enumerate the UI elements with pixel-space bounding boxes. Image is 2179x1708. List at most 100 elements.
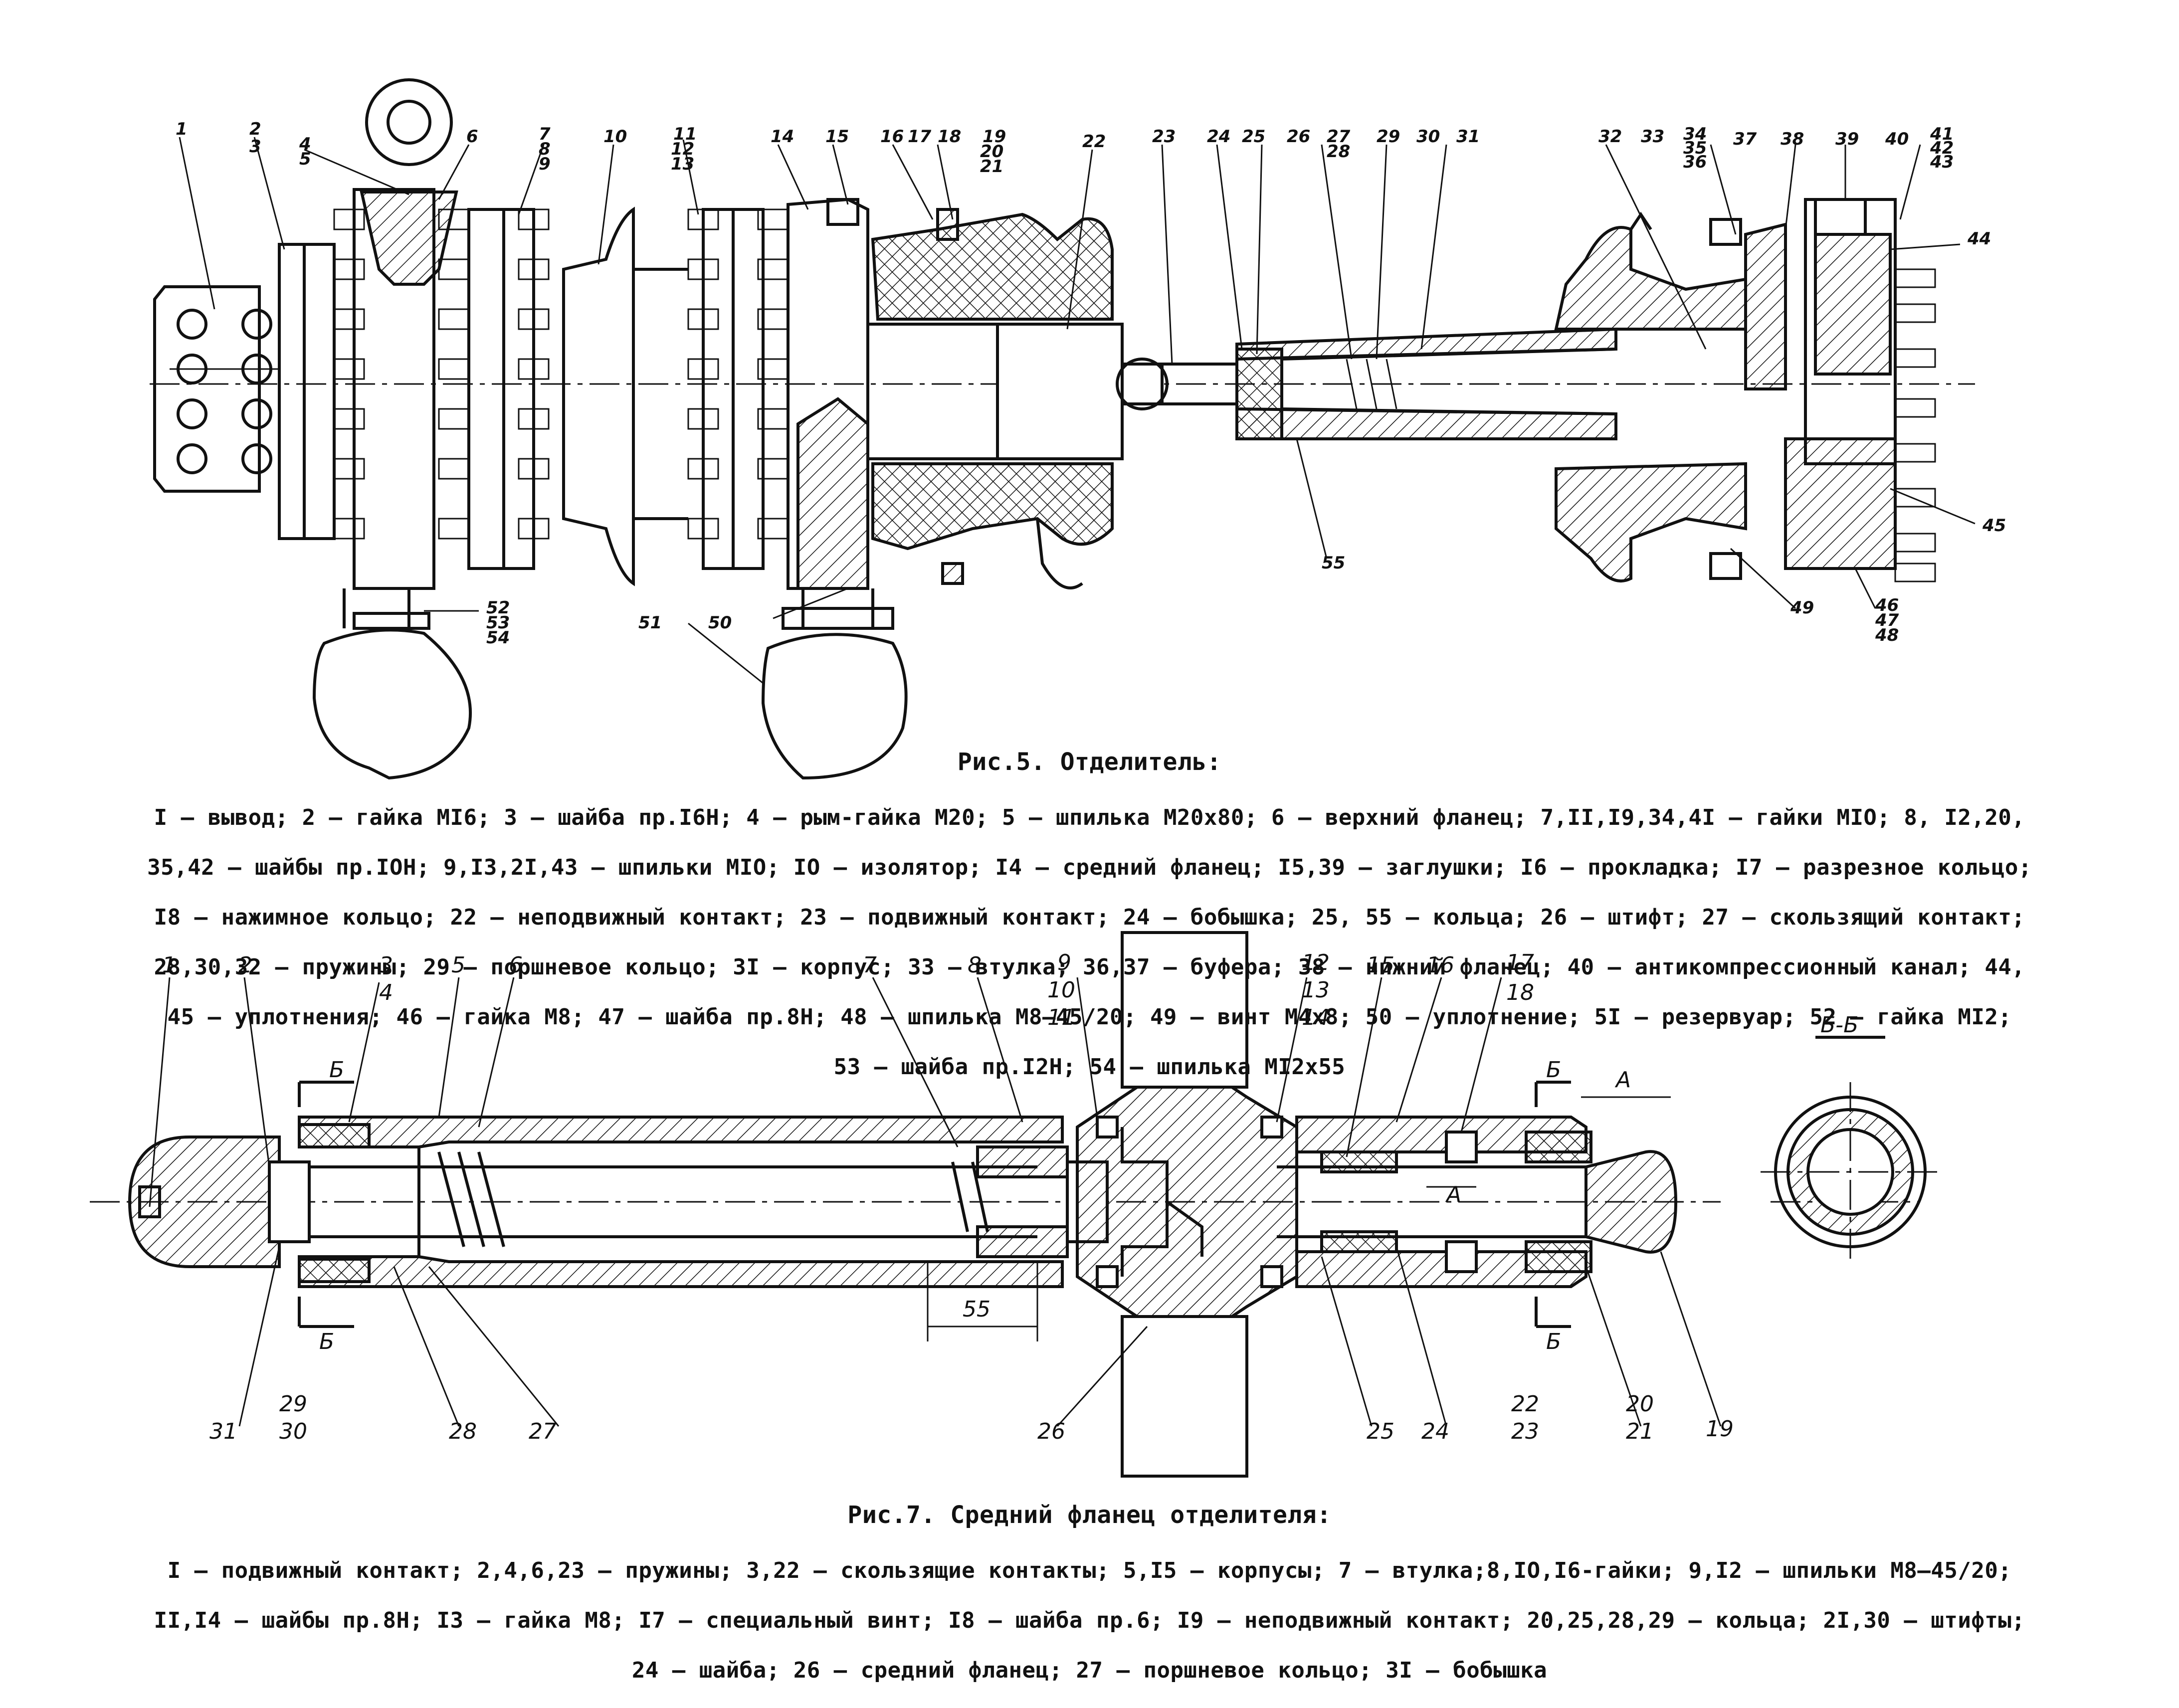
fig7-callout: 3 <box>379 952 393 978</box>
figure7-legend-line: I – подвижный контакт; 2,4,6,23 – пружин… <box>167 1558 2012 1583</box>
fig5-callout: 1 <box>176 119 188 139</box>
section-title: Б-Б <box>1820 1012 1858 1038</box>
fig7-callout: 12 <box>1302 950 1330 975</box>
fig5-callout: 34 <box>1683 124 1707 144</box>
fig5-callout: 4 <box>299 134 311 154</box>
fig5-callout: 6 <box>466 127 478 147</box>
fig7-callout: 17 <box>1506 950 1534 975</box>
fig5-callout: 50 <box>708 613 732 633</box>
fig5-callout: 20 <box>980 142 1003 162</box>
fig5-callout: 9 <box>539 154 551 174</box>
fig5-callout: 48 <box>1875 625 1899 645</box>
fig5-callout: 19 <box>983 127 1006 147</box>
fig5-callout: 47 <box>1875 610 1899 630</box>
fig5-callout: 52 <box>486 598 510 618</box>
fig5-callout: 15 <box>825 127 849 147</box>
fig7-callout: 8 <box>968 952 982 978</box>
fig5-callout: 28 <box>1327 142 1350 162</box>
fig5-callout: 54 <box>486 628 510 648</box>
fig5-callout: 53 <box>486 613 510 633</box>
section-mark: Б <box>1546 1057 1561 1083</box>
figure5-legend-line: 35,42 – шайбы пр.IОН; 9,I3,2I,43 – шпиль… <box>147 855 2032 880</box>
figure5-separator-drawing: 1 2 3 4 5 6 7 8 9 10 11 12 13 14 15 16 1… <box>150 78 2006 780</box>
fig7-callout: 6 <box>509 952 523 978</box>
figure7-title: Рис.7. Средний фланец отделителя: <box>847 1501 1332 1529</box>
fig7-callout: 14 <box>1302 1005 1330 1030</box>
fig5-callout: 24 <box>1207 127 1230 147</box>
fig7-callout: 18 <box>1506 980 1534 1005</box>
fig5-callout: 17 <box>908 127 932 147</box>
fig5-callout: 36 <box>1683 152 1707 172</box>
fig5-callout: 18 <box>938 127 961 147</box>
fig7-callout: 13 <box>1302 977 1330 1003</box>
fig5-callout: 21 <box>980 157 1003 177</box>
fig7-callout: 30 <box>279 1419 307 1444</box>
fig5-callout: 5 <box>299 149 311 169</box>
figure5-legend-line: I – вывод; 2 – гайка МI6; 3 – шайба пр.I… <box>154 805 2025 830</box>
fig7-callout: 15 <box>1367 952 1394 978</box>
fig5-callout: 16 <box>880 127 904 147</box>
fig5-callout: 55 <box>1322 553 1345 573</box>
fig7-callout: 25 <box>1367 1419 1394 1444</box>
fig5-callout: 7 <box>539 124 551 144</box>
fig5-callout: 30 <box>1416 127 1440 147</box>
fig7-callout: 7 <box>863 952 877 978</box>
fig5-callout: 2 <box>249 119 261 139</box>
fig7-callout: 21 <box>1626 1419 1654 1444</box>
fig7-callout: 31 <box>209 1419 237 1444</box>
fig5-callout: 8 <box>539 139 551 159</box>
fig5-callout: 31 <box>1456 127 1480 147</box>
dimension-label: 55 <box>963 1297 990 1322</box>
fig7-callout: 4 <box>379 980 393 1005</box>
section-mark: Б <box>319 1329 334 1354</box>
figure7-legend-line: 24 – шайба; 26 – средний фланец; 27 – по… <box>631 1658 1548 1683</box>
fig5-callout: 23 <box>1152 127 1176 147</box>
fig5-callout: 3 <box>249 137 261 157</box>
figure5-legend-line: 53 – шайба пр.I2Н; 54 – шпилька МI2х55 <box>833 1054 1346 1080</box>
figure7-middle-flange-drawing: 1 2 3 4 5 6 7 8 9 10 11 12 13 14 15 16 1… <box>90 931 1940 1478</box>
fig5-callout: 42 <box>1930 138 1954 158</box>
fig7-callout: 28 <box>449 1419 477 1444</box>
fig7-callout: 9 <box>1057 950 1071 975</box>
fig7-callout: 19 <box>1706 1416 1734 1442</box>
fig7-callout: 23 <box>1511 1419 1539 1444</box>
fig5-callout: 49 <box>1790 598 1814 618</box>
fig7-callout: 29 <box>279 1391 307 1417</box>
fig7-callout: 1 <box>162 952 176 978</box>
fig7-callout: 26 <box>1037 1419 1065 1444</box>
fig7-callout: 5 <box>451 952 465 978</box>
fig5-callout: 35 <box>1683 138 1707 158</box>
figure7-legend: I – подвижный контакт; 2,4,6,23 – пружин… <box>0 1533 2179 1708</box>
fig5-callout: 44 <box>1967 229 1991 249</box>
fig5-callout: 14 <box>771 127 794 147</box>
dimension-label: А <box>1445 1182 1461 1207</box>
fig5-callout: 41 <box>1930 124 1954 144</box>
fig5-callout: 22 <box>1082 132 1106 152</box>
fig5-callout: 13 <box>671 154 694 174</box>
figure5-legend: I – вывод; 2 – гайка МI6; 3 – шайба пр.I… <box>0 780 2179 1105</box>
fig5-callout: 11 <box>673 124 697 144</box>
fig5-callout: 51 <box>638 613 662 633</box>
fig5-callout: 45 <box>1982 516 2006 536</box>
figure5-legend-line: 28,30,32 – пружины; 29 – поршневое кольц… <box>154 954 2025 980</box>
section-mark: Б <box>329 1057 344 1083</box>
fig7-callout: 2 <box>238 952 252 978</box>
fig7-callout: 16 <box>1426 952 1454 978</box>
fig5-callout: 10 <box>603 127 627 147</box>
fig7-callout: 11 <box>1047 1005 1075 1030</box>
figure5-legend-line: 45 – уплотнения; 46 – гайка М8; 47 – шай… <box>167 1004 2012 1030</box>
fig7-callout: 22 <box>1511 1391 1539 1417</box>
fig5-callout: 26 <box>1287 127 1310 147</box>
fig5-callout: 12 <box>671 139 694 159</box>
fig5-callout: 33 <box>1641 127 1664 147</box>
fig7-callout: 27 <box>529 1419 557 1444</box>
figure5-legend-line: I8 – нажимное кольцо; 22 – неподвижный к… <box>154 905 2025 930</box>
fig5-callout: 40 <box>1885 129 1909 149</box>
fig5-callout: 29 <box>1377 127 1400 147</box>
fig5-callout: 38 <box>1781 129 1804 149</box>
figure7-legend-line: II,I4 – шайбы пр.8Н; I3 – гайка М8; I7 –… <box>154 1608 2025 1633</box>
fig5-callout: 32 <box>1598 127 1622 147</box>
fig5-callout: 43 <box>1930 152 1954 172</box>
fig5-callout: 25 <box>1242 127 1265 147</box>
